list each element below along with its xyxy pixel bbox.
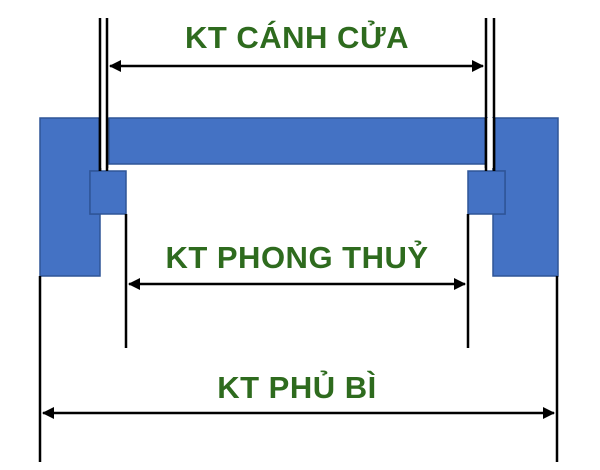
overall-extension-lines — [38, 276, 559, 462]
left-door-stop — [89, 170, 127, 215]
clear-width-label: KT PHONG THUỶ — [165, 240, 428, 275]
leaf-width-label: KT CÁNH CỬA — [185, 19, 409, 55]
right-door-stop — [467, 170, 506, 215]
clear-extension-lines — [124, 214, 470, 348]
overall-width-label: KT PHỦ BÌ — [217, 369, 377, 405]
door-leaf — [108, 117, 488, 165]
